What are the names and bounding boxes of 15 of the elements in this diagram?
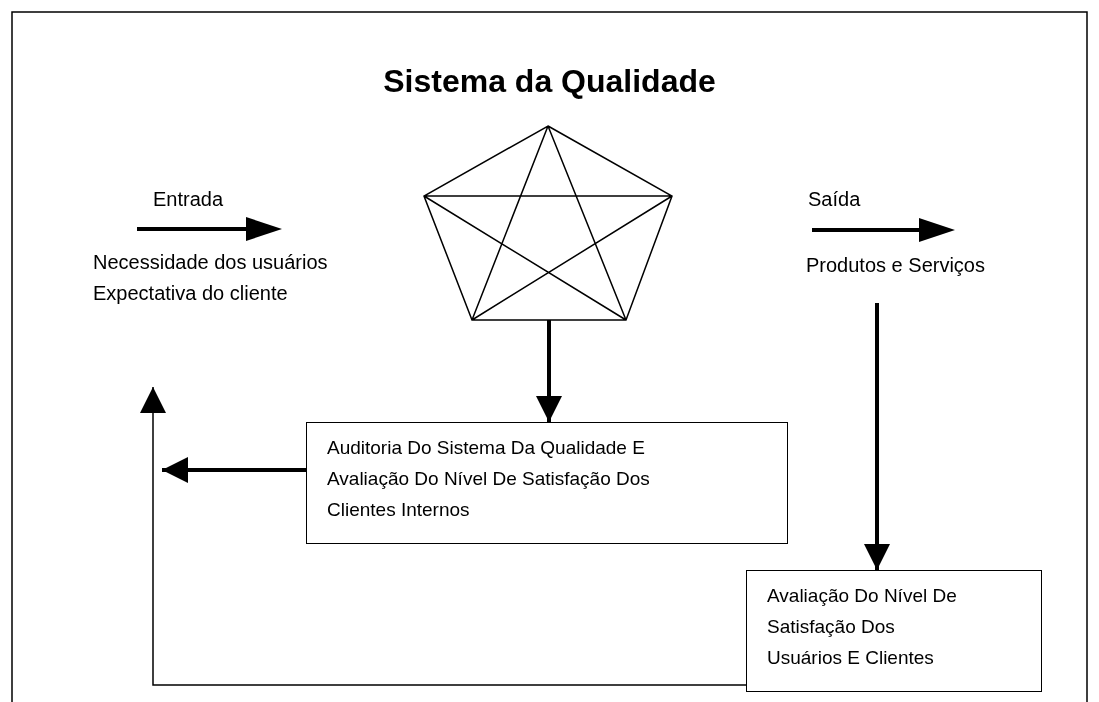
arrow xyxy=(140,386,747,686)
output-label: Produtos e Serviços xyxy=(806,253,986,278)
pentagon-drawing xyxy=(424,126,672,320)
process-box xyxy=(306,422,788,544)
process-box xyxy=(746,570,1042,692)
note-text: Expectativa do cliente xyxy=(93,281,288,305)
box-text: Avaliação Do Nível De Satisfação Dos Usuários E Clientes xyxy=(767,584,958,670)
note-text: Necessidade dos usuários xyxy=(93,250,328,274)
arrow xyxy=(864,303,890,570)
arrow xyxy=(162,457,306,483)
flow-label: Saída xyxy=(808,187,861,211)
box-text: Auditoria Do Sistema Da Qualidade E Avaliação Do Nível De Satisfação Dos Clientes Internos xyxy=(327,436,651,522)
title: Sistema da Qualidade xyxy=(382,62,717,100)
flow-label: Entrada xyxy=(153,187,224,211)
arrow xyxy=(536,320,562,422)
